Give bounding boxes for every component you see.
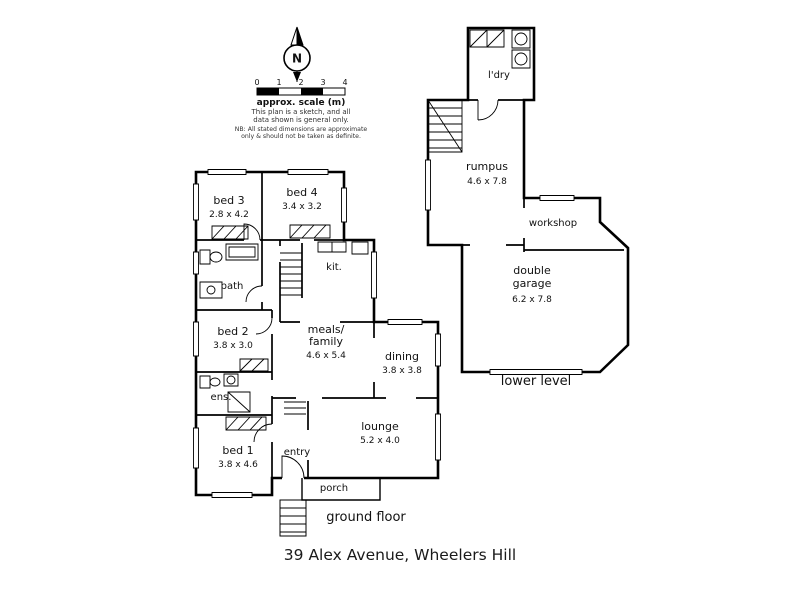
disclaimer-line-1: This plan is a sketch, and all [250,108,350,116]
room-label-rumpus: rumpus 4.6 x 7.8 [466,160,508,187]
lounge-dims: 5.2 x 4.0 [360,436,400,446]
garage-name-line2: garage [513,277,552,290]
room-label-bed4: bed 4 3.4 x 3.2 [282,186,322,212]
room-label-bed2: bed 2 3.8 x 3.0 [213,325,253,351]
north-compass: N [283,26,311,82]
toilet-bowl-bath-icon [209,251,223,263]
lower-windows [425,159,583,375]
ground-windows [193,169,441,498]
bed1-name: bed 1 [222,444,253,457]
rumpus-dims: 4.6 x 7.8 [467,177,507,187]
scale-bar-segment-2 [301,88,323,95]
room-label-bed1: bed 1 3.8 x 4.6 [218,444,258,470]
ground-fixtures [199,224,369,431]
ground-floor-plan: bed 3 2.8 x 4.2 bed 4 3.4 x 3.2 bath kit… [193,169,441,537]
bed3-dims: 2.8 x 4.2 [209,210,249,220]
bed2-name: bed 2 [217,325,248,338]
porch-steps [279,499,307,537]
bath-name: bath [221,281,244,292]
workshop-name: workshop [529,218,577,229]
disclaimer-line-3: NB: All stated dimensions are approximat… [235,126,368,133]
ground-stairs [280,252,306,415]
scale-tick-2: 2 [298,78,303,87]
meals-dims: 4.6 x 5.4 [306,351,346,361]
porch-outline [301,478,381,501]
washer-icon [514,32,528,46]
bed3-name: bed 3 [213,194,244,207]
room-label-lounge: lounge 5.2 x 4.0 [360,420,400,446]
disclaimer-line-4: only & should not be taken as definite. [241,133,361,140]
disclaimer-block: This plan is a sketch, and all data show… [235,108,368,140]
scale-tick-3: 3 [320,78,325,87]
meals-name-line1: meals/ [308,323,345,336]
lower-exterior-walls [426,26,630,374]
toilet-bowl-ens-icon [209,377,221,387]
bed4-dims: 3.4 x 3.2 [282,202,322,212]
rumpus-name: rumpus [466,160,508,173]
porch-name: porch [320,483,348,494]
compass-circle [283,44,311,72]
compass-arrow-right [296,26,304,46]
lower-door-arcs [477,99,499,121]
garage-dims: 6.2 x 7.8 [512,295,552,305]
ground-door-arcs [243,223,305,479]
scale-bar: 0 1 2 3 4 approx. scale (m) [254,78,347,108]
laundry-fixtures [469,29,531,69]
room-label-dining: dining 3.8 x 3.8 [382,350,422,376]
lounge-name: lounge [361,420,399,433]
lower-stairs [427,99,463,153]
room-label-garage: double garage 6.2 x 7.8 [512,264,552,305]
basin-ens-icon [226,375,236,385]
room-label-bed3: bed 3 2.8 x 4.2 [209,194,249,220]
scale-tick-1: 1 [276,78,281,87]
lower-door-openings [470,97,527,248]
dining-name: dining [385,350,419,363]
dryer-icon [514,52,528,66]
disclaimer-line-2: data shown is general only. [253,116,348,124]
ground-floor-label: ground floor [326,510,406,525]
compass-tail [293,72,301,82]
scale-bar-label: approx. scale (m) [257,98,346,108]
garage-name-line1: double [513,264,551,277]
scale-tick-0: 0 [254,78,259,87]
room-label-meals-family: meals/ family 4.6 x 5.4 [306,323,346,361]
kit-name: kit. [326,262,342,273]
compass-arrow-left [290,26,298,46]
entry-name: entry [284,447,311,458]
dining-dims: 3.8 x 3.8 [382,366,422,376]
address-caption: 39 Alex Avenue, Wheelers Hill [284,546,516,564]
ldry-name: l'dry [488,70,510,81]
compass-north-letter: N [292,52,302,66]
bed1-dims: 3.8 x 4.6 [218,460,258,470]
bed2-dims: 3.8 x 3.0 [213,341,253,351]
vanity-basin-bath-icon [206,285,216,295]
lower-level-label: lower level [501,374,572,389]
ens-name: ens. [211,392,232,403]
bed4-name: bed 4 [286,186,317,199]
scale-bar-segment-1 [257,88,279,95]
meals-name-line2: family [309,335,343,348]
scale-tick-4: 4 [342,78,347,87]
lower-level-plan: l'dry rumpus 4.6 x 7.8 workshop double g… [425,26,630,389]
lower-interior-walls [462,99,624,252]
